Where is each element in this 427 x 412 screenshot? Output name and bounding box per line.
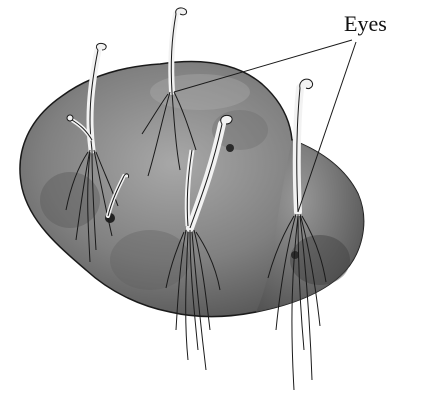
eyes-label: Eyes	[344, 11, 387, 36]
